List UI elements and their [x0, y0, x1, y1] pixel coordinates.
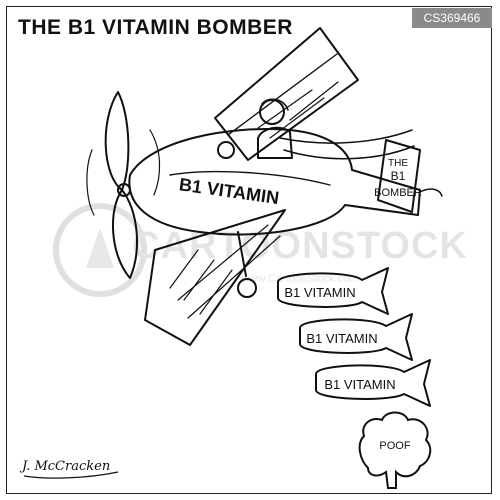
tail-sign-line-1: THE [388, 158, 408, 169]
bomb-1 [277, 267, 389, 315]
fuselage [128, 128, 421, 236]
bomb-1-label: B1 VITAMIN [284, 285, 355, 300]
cartoon-title: THE B1 VITAMIN BOMBER [18, 16, 293, 39]
pilot-scarf [279, 129, 413, 144]
tail-sign-line-3: BOMBER [374, 187, 422, 199]
cartoon-frame [6, 6, 492, 494]
tail-sign-line-2: B1 [391, 169, 406, 183]
bomb-3 [315, 359, 431, 407]
watermark-brand: CARTOONSTOCK [132, 225, 468, 267]
stock-id-badge: CS369466 [412, 8, 492, 28]
fuselage-label: B1 VITAMIN [178, 174, 280, 208]
explosion-text: POOF [379, 440, 410, 452]
pilot-head [259, 99, 285, 125]
upper-wing [214, 27, 359, 161]
bomb-2 [299, 313, 413, 361]
tail-fin [377, 139, 421, 213]
lower-wing [144, 209, 286, 346]
artist-signature: J. McCracken [19, 459, 110, 474]
propeller-blade-top [104, 91, 130, 191]
bomb-2-label: B1 VITAMIN [306, 331, 377, 346]
watermark-logo-icon [53, 203, 147, 297]
steering-wheel [217, 141, 235, 159]
landing-strut [237, 231, 247, 277]
propeller-blade-bottom [112, 189, 138, 279]
bomb-3-label: B1 VITAMIN [324, 377, 395, 392]
watermark-url: www.CartoonStock.com [241, 273, 359, 285]
signature-underline [23, 471, 119, 479]
explosion-cloud [358, 411, 432, 489]
pilot-body [257, 126, 293, 159]
plane [86, 27, 443, 346]
landing-wheel [237, 278, 257, 298]
watermark: CARTOONSTOCK www.CartoonStock.com [53, 203, 468, 297]
